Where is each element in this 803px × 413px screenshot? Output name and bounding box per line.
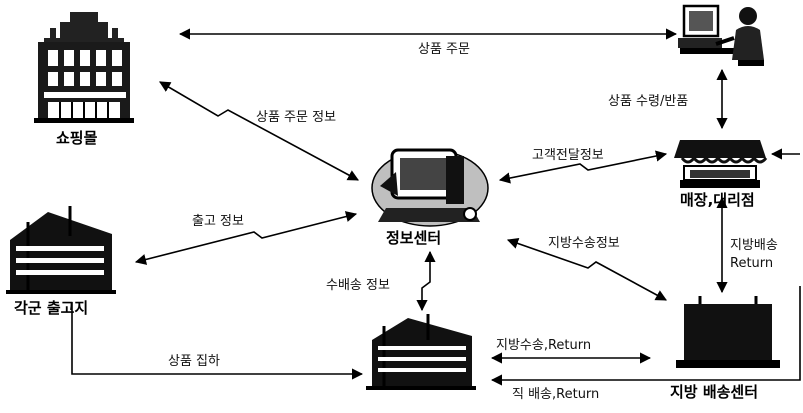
arrow-product-collection	[71, 302, 364, 380]
label-return: Return	[730, 256, 774, 271]
warehouse-icon	[6, 206, 116, 294]
arrow-regional-transport-info	[506, 238, 667, 301]
label-regional-transport-info: 지방수송정보	[548, 236, 620, 251]
arrow-transport-info	[416, 250, 436, 312]
label-product-order: 상품 주문	[418, 42, 470, 57]
arrow-order-info	[159, 81, 359, 181]
label-customer-info: 고객전달정보	[532, 148, 604, 163]
node-store-agency: 매장,대리점	[680, 191, 755, 209]
label-order-info: 상품 주문 정보	[256, 110, 337, 125]
node-warehouses: 각군 출고지	[14, 299, 89, 317]
arrow-customer-info	[498, 150, 668, 184]
info-center-computer-icon	[371, 148, 489, 227]
label-transport-info: 수배송 정보	[326, 278, 390, 293]
label-shipping-info: 출고 정보	[192, 214, 244, 229]
arrow-direct-delivery	[490, 286, 801, 386]
shopping-mall-icon	[34, 12, 134, 123]
node-shopping-mall: 쇼핑몰	[56, 129, 98, 147]
label-receipt-return: 상품 수령/반품	[608, 94, 689, 109]
label-regional-transport-return: 지방수송,Return	[496, 338, 592, 353]
label-regional-delivery: 지방배송	[730, 238, 778, 253]
regional-center-icon	[676, 296, 780, 368]
distribution-center-icon	[366, 314, 476, 390]
customer-computer-icon	[678, 4, 764, 66]
node-regional-center: 지방 배송센터	[670, 383, 759, 401]
arrow-shipping-info	[134, 211, 358, 265]
node-info-center: 정보센터	[386, 229, 442, 247]
label-direct-delivery-return: 직 배송,Return	[512, 387, 600, 402]
store-icon	[674, 140, 768, 188]
label-product-collection: 상품 집하	[168, 354, 220, 369]
